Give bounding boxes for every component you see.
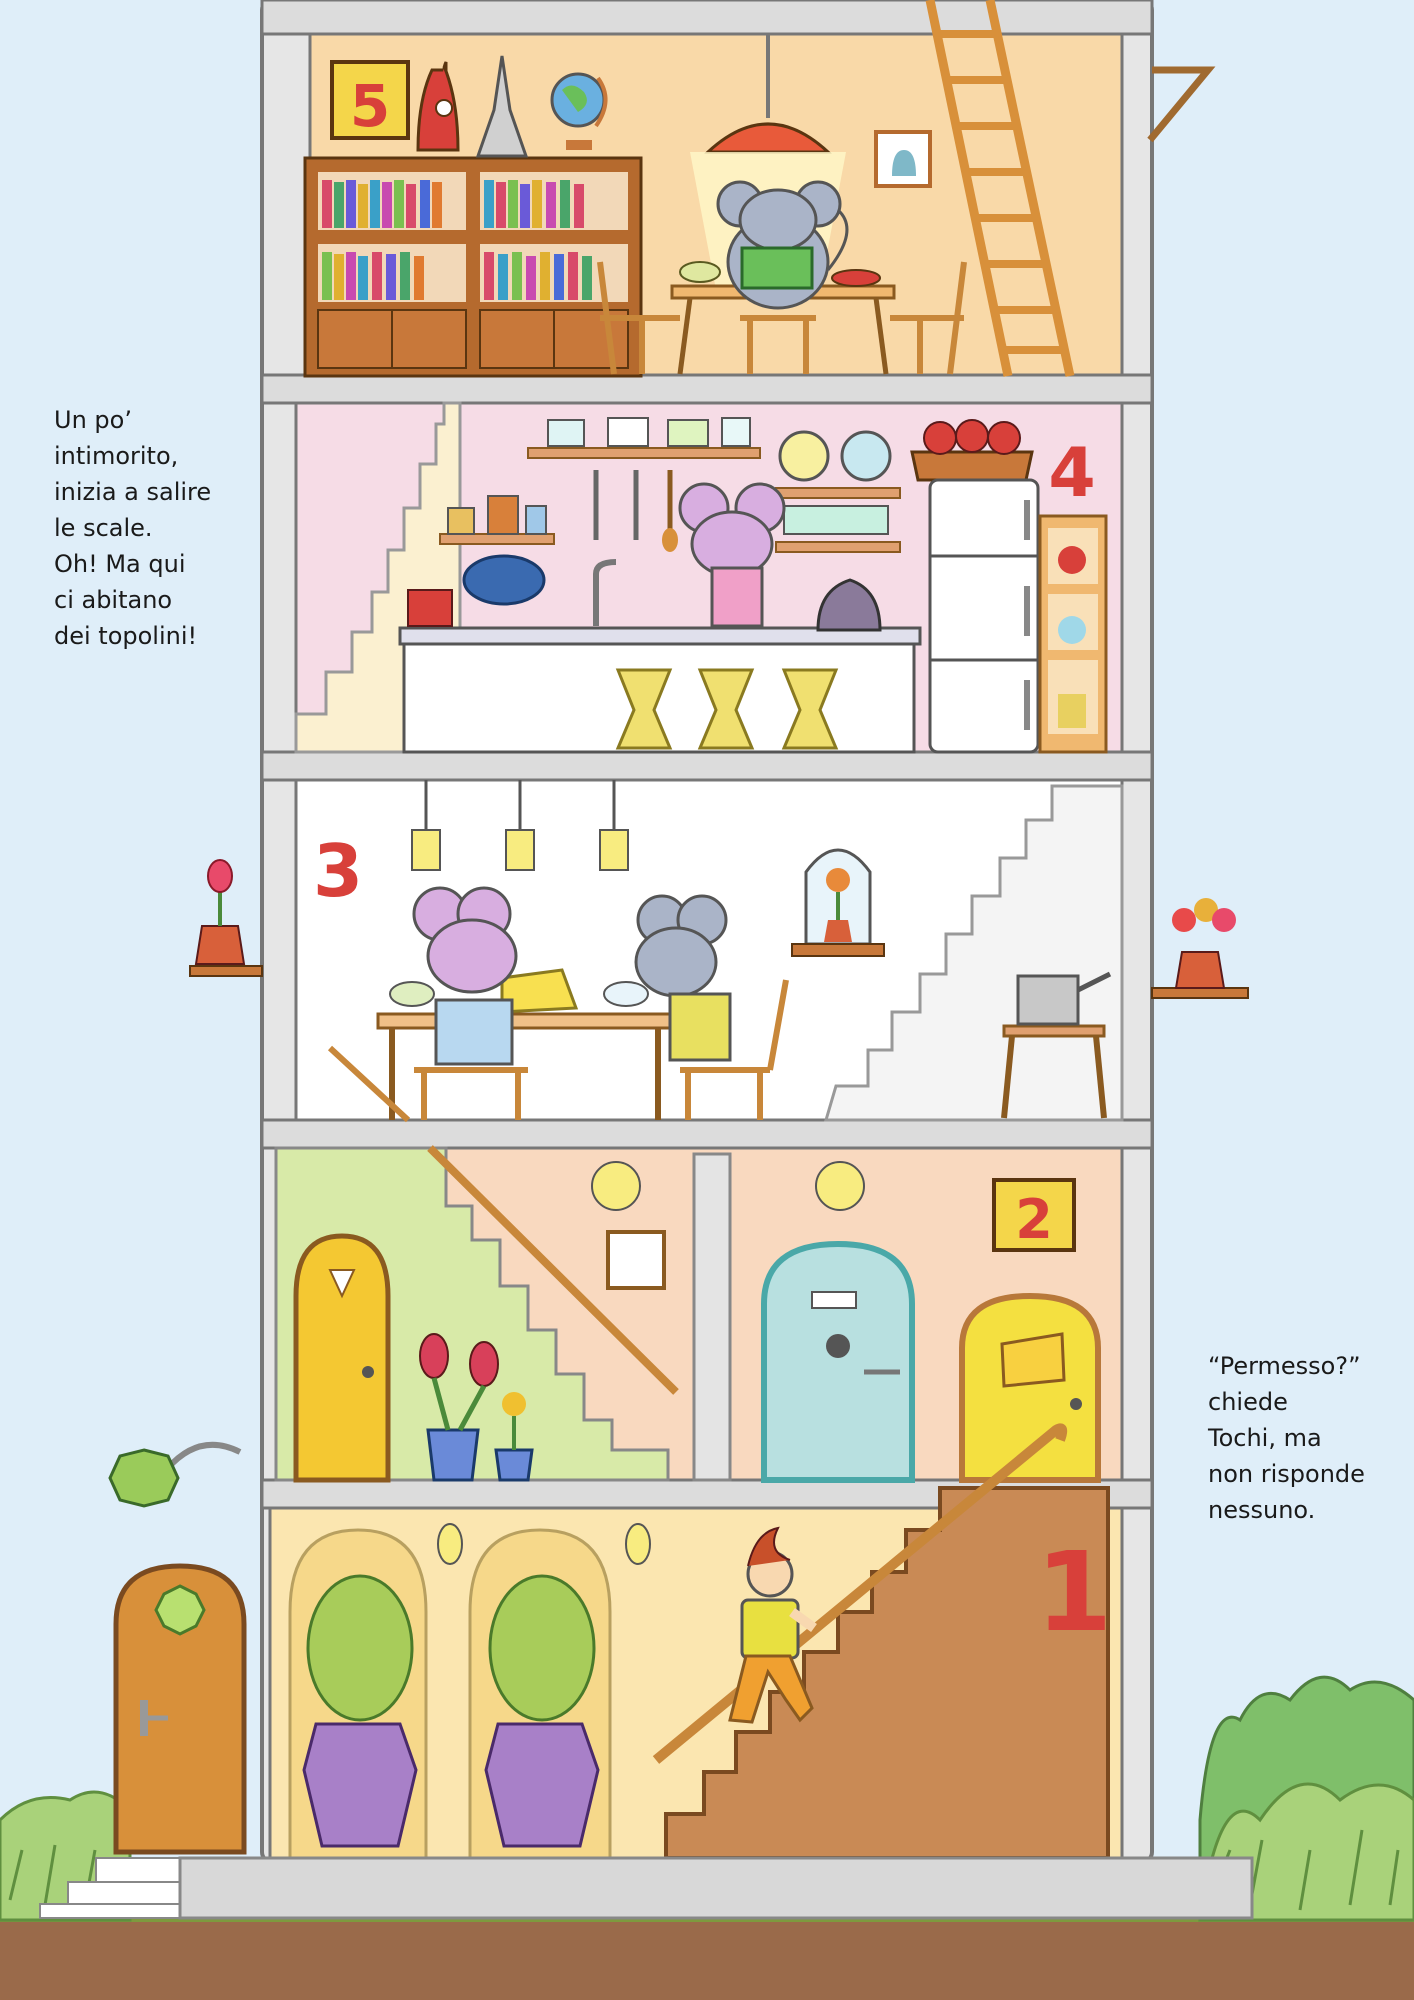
- arch-alcoves: [288, 1528, 612, 1860]
- floor-4-number: 4: [1048, 434, 1095, 513]
- cup-shelf: [527, 417, 761, 459]
- caption-right: “Permesso?” chiede Tochi, ma non rispond…: [1208, 1352, 1365, 1524]
- floor-4-room: 4: [294, 401, 1124, 754]
- pendant-lamps: [411, 780, 629, 871]
- teal-door: [761, 1240, 915, 1483]
- plates-shelf: [775, 430, 901, 553]
- floor-5-room: 5: [303, 0, 1216, 378]
- utensils: [593, 470, 678, 552]
- kitchen-stools: [615, 668, 839, 750]
- window-flower: [791, 848, 885, 957]
- side-cabinet: [1038, 514, 1108, 754]
- wall-sconce: [437, 1523, 463, 1565]
- ground: [0, 1912, 1414, 2000]
- floor-5-number: 5: [350, 72, 390, 140]
- brown-staircase: [664, 1486, 1110, 1860]
- wall-light: [815, 1161, 865, 1211]
- watering-can-stool: [1001, 971, 1112, 1119]
- floor-5-sign: 5: [330, 60, 410, 140]
- yellow-door-left: [293, 1233, 391, 1483]
- tulip-vase: [419, 1333, 534, 1482]
- mouse-pink-eating: [412, 886, 518, 1066]
- chairs-floor-3: [414, 979, 789, 1120]
- rocket-toy: [416, 61, 460, 152]
- mouse-cooking: [678, 482, 786, 628]
- floor-2-room: 2: [274, 1145, 1124, 1483]
- boy-tochi: [728, 1526, 817, 1724]
- handrail-floor-2: [427, 1145, 679, 1395]
- ladder: [925, 0, 1075, 377]
- eiffel-tower-model: [475, 55, 529, 158]
- mouse-reading: [716, 180, 849, 310]
- column: [692, 1152, 732, 1482]
- wall-sconce: [625, 1523, 651, 1565]
- mouse-grey-eating: [634, 894, 732, 1062]
- handrail-floor-1: [652, 1423, 1068, 1764]
- entrance-steps: [39, 1856, 1254, 1920]
- spice-shelf: [439, 495, 555, 545]
- floor-2-number: 2: [1015, 1188, 1053, 1251]
- fridge: [928, 478, 1040, 754]
- globe: [550, 72, 608, 150]
- apple-basket: [910, 419, 1034, 482]
- floor-3-room: 3: [294, 778, 1124, 1123]
- chairs-floor-5: [597, 261, 967, 375]
- exterior-lamp: [108, 1441, 242, 1508]
- wall-picture: [874, 130, 932, 188]
- floor-1-number: 1: [1036, 1528, 1113, 1656]
- entrance-door: [113, 1563, 247, 1855]
- bookcase: [303, 156, 643, 378]
- floor-1-room: 1: [268, 1423, 1124, 1860]
- mouse-portrait: [606, 1230, 666, 1290]
- floor-2-sign: 2: [992, 1178, 1076, 1252]
- plant-shelf-left: [189, 859, 263, 977]
- floor-3-number: 3: [313, 829, 363, 913]
- wall-light: [591, 1161, 641, 1211]
- caption-left: Un po’ intimorito, inizia a salire le sc…: [54, 406, 212, 650]
- plant-shelf-right: [1151, 898, 1249, 999]
